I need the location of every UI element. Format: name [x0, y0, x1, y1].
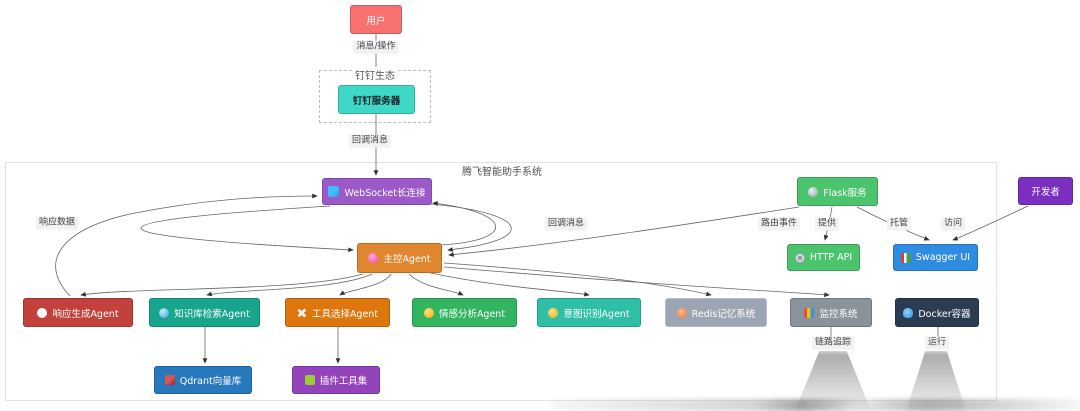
node-docker[interactable]: Docker容器	[895, 298, 979, 327]
chart-icon	[804, 307, 815, 318]
edge-label-response-data: 响应数据	[35, 216, 79, 230]
puzzle-icon	[304, 375, 315, 385]
globe-icon	[808, 186, 819, 197]
node-intent-agent[interactable]: 意图识别Agent	[537, 298, 641, 327]
agent-icon	[368, 253, 379, 263]
edge-flask-mainagent	[448, 206, 800, 257]
smiley-icon	[423, 307, 434, 318]
node-user-label: 用户	[366, 15, 386, 27]
edge-websocket-mainagent-rightloop	[430, 203, 512, 252]
node-sentiment-agent-label: 情感分析Agent	[438, 308, 506, 320]
node-dingtalk-server[interactable]: 钉钉服务器	[338, 85, 415, 114]
thinking-icon	[548, 307, 559, 318]
node-knowledge-agent[interactable]: 知识库检索Agent	[149, 298, 260, 327]
node-qdrant[interactable]: Qdrant向量库	[154, 366, 252, 394]
edge-mainagent-sentimentagent	[408, 273, 464, 296]
node-redis-memory[interactable]: Redis记忆系统	[665, 298, 767, 327]
node-swagger-ui-label: Swagger UI	[915, 252, 971, 263]
node-tool-agent[interactable]: 工具选择Agent	[285, 298, 390, 327]
node-tool-agent-label: 工具选择Agent	[311, 308, 379, 320]
search-icon	[159, 307, 170, 318]
edge-responseagent-websocket	[55, 193, 318, 297]
node-monitor-system[interactable]: 监控系统	[790, 298, 872, 327]
node-qdrant-label: Qdrant向量库	[179, 376, 242, 387]
speech-icon	[37, 307, 48, 318]
node-flask-label: Flask服务	[823, 187, 867, 199]
node-websocket[interactable]: WebSocket长连接	[322, 178, 432, 205]
node-dingtalk-server-label: 钉钉服务器	[352, 95, 401, 107]
node-response-agent-label: 响应生成Agent	[52, 308, 119, 320]
edge-label-message-operation: 消息/操作	[353, 40, 399, 54]
edge-websocket-mainagent-leftloop	[140, 205, 354, 253]
node-http-api[interactable]: HTTP API	[787, 244, 860, 271]
node-docker-label: Docker容器	[918, 308, 971, 320]
edge-mainagent-responseagent	[80, 273, 364, 297]
node-flask[interactable]: Flask服务	[797, 177, 878, 206]
edge-label-callback-message-top: 回调消息	[348, 134, 392, 148]
dingtalk-ecosystem-label: 钉钉生态	[352, 67, 398, 82]
edge-label-link-trace: 链路追踪	[811, 336, 855, 350]
node-monitor-system-label: 监控系统	[819, 308, 858, 320]
node-developer-label: 开发者	[1031, 187, 1060, 198]
node-websocket-label: WebSocket长连接	[344, 187, 426, 199]
node-knowledge-agent-label: 知识库检索Agent	[174, 308, 250, 320]
vector-db-icon	[164, 375, 175, 385]
node-sentiment-agent[interactable]: 情感分析Agent	[412, 298, 517, 327]
edge-mainagent-toolagent	[339, 273, 392, 296]
node-plugin-toolset[interactable]: 插件工具集	[292, 366, 380, 394]
node-user[interactable]: 用户	[350, 5, 402, 34]
node-response-agent[interactable]: 响应生成Agent	[23, 298, 133, 327]
edge-label-access: 访问	[940, 217, 966, 231]
book-icon	[900, 252, 911, 263]
edge-label-host: 托管	[886, 217, 912, 231]
node-swagger-ui[interactable]: Swagger UI	[893, 244, 978, 271]
tools-icon	[296, 307, 307, 318]
node-developer[interactable]: 开发者	[1018, 177, 1073, 205]
edge-mainagent-intentagent	[425, 271, 590, 297]
node-main-agent-label: 主控Agent	[383, 254, 431, 265]
node-redis-memory-label: Redis记忆系统	[691, 308, 756, 320]
edge-mainagent-redis	[443, 262, 712, 297]
node-main-agent[interactable]: 主控Agent	[357, 243, 442, 273]
edge-mainagent-monitor	[443, 266, 830, 298]
render-artifact-band	[552, 399, 1080, 411]
edge-developer-swagger	[952, 205, 1029, 241]
node-http-api-label: HTTP API	[809, 252, 853, 263]
whale-icon	[903, 307, 914, 318]
edge-label-provide: 提供	[814, 217, 840, 231]
database-icon	[676, 307, 687, 318]
edge-label-route-event: 路由事件	[757, 217, 801, 231]
edge-mainagent-websocket-return	[432, 201, 496, 246]
node-plugin-toolset-label: 插件工具集	[319, 376, 368, 387]
edge-label-callback-message-inner: 回调消息	[544, 217, 588, 231]
edge-mainagent-knowledgeagent	[206, 273, 373, 297]
edge-label-run: 运行	[924, 336, 950, 350]
system-container-label: 腾飞智能助手系统	[459, 163, 545, 178]
gear-icon	[794, 252, 805, 263]
node-intent-agent-label: 意图识别Agent	[563, 308, 630, 320]
websocket-icon	[328, 186, 340, 197]
